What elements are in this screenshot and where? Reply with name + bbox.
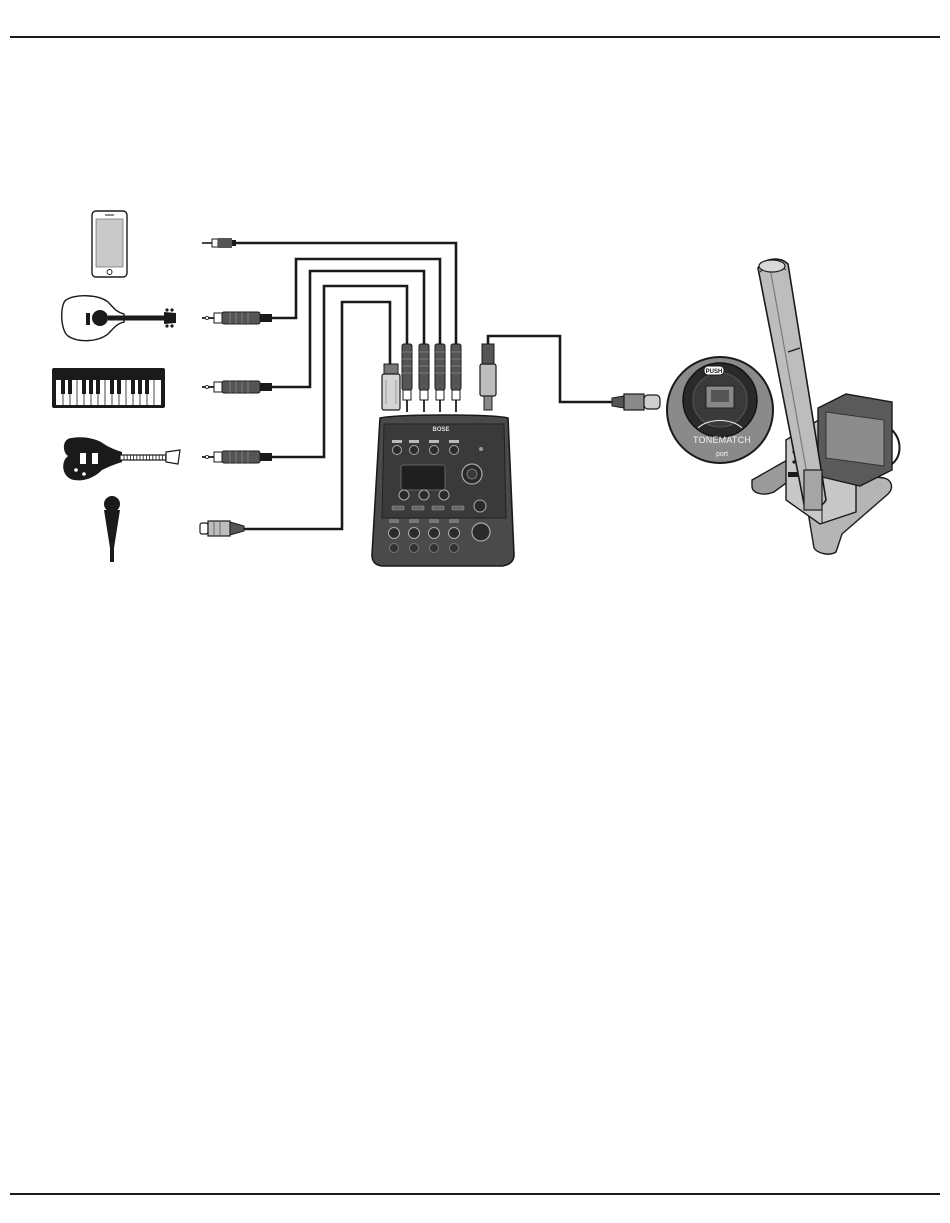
- mixer-knob: [399, 490, 409, 500]
- mixer-input-plug: [435, 344, 445, 412]
- quarter-inch-plug-icon: [202, 451, 272, 463]
- mixer-output-plug: [480, 344, 496, 410]
- mixer-input-plug: [451, 344, 461, 412]
- acoustic-guitar-icon: [62, 296, 176, 341]
- mixer-knob: [409, 528, 420, 539]
- mixer-knob: [389, 528, 400, 539]
- mixer-button: [452, 506, 464, 510]
- black-key: [61, 380, 65, 394]
- mini-plug-icon: [202, 238, 236, 248]
- mixer-button: [392, 506, 404, 510]
- black-key: [96, 380, 100, 394]
- mixer: BOSE: [372, 415, 514, 566]
- mixer-knob: [430, 446, 439, 455]
- microphone-icon: [104, 496, 120, 562]
- column-speaker-system: [752, 259, 900, 554]
- mixer-button: [412, 506, 424, 510]
- tonematch-brand: TONEMATCH: [693, 435, 751, 445]
- quarter-inch-plug-icon: [202, 381, 272, 393]
- mixer-knob: [430, 544, 439, 553]
- mixer-button: [432, 506, 444, 510]
- smartphone-icon: [92, 211, 127, 277]
- mixer-knob: [419, 490, 429, 500]
- mixer-xlr-input-plug: [382, 364, 400, 410]
- black-key: [131, 380, 135, 394]
- electric-guitar-icon: [63, 437, 180, 480]
- port-label: port: [716, 451, 728, 458]
- mixer-knob: [429, 528, 440, 539]
- xlr-plug-icon: [200, 521, 244, 536]
- black-key: [138, 380, 142, 394]
- speaker-side-plug: [612, 394, 660, 410]
- black-key: [145, 380, 149, 394]
- quarter-inch-plug-icon: [202, 312, 272, 324]
- push-label: PUSH: [706, 369, 723, 375]
- mixer-knob: [450, 544, 459, 553]
- mixer-knob: [393, 446, 402, 455]
- mixer-knob: [410, 544, 419, 553]
- black-key: [89, 380, 93, 394]
- mixer-knob: [439, 490, 449, 500]
- mixer-knob: [410, 446, 419, 455]
- mixer-knob: [449, 528, 460, 539]
- black-key: [117, 380, 121, 394]
- mixer-knob: [450, 446, 459, 455]
- keyboard-icon: [52, 368, 165, 408]
- mixer-input-plug: [419, 344, 429, 412]
- black-key: [68, 380, 72, 394]
- black-key: [110, 380, 114, 394]
- mixer-logo: BOSE: [432, 427, 449, 433]
- mixer-input-plug: [402, 344, 412, 412]
- tonematch-port-callout: PUSH TONEMATCH port: [667, 357, 773, 463]
- black-key: [82, 380, 86, 394]
- mixer-knob: [390, 544, 399, 553]
